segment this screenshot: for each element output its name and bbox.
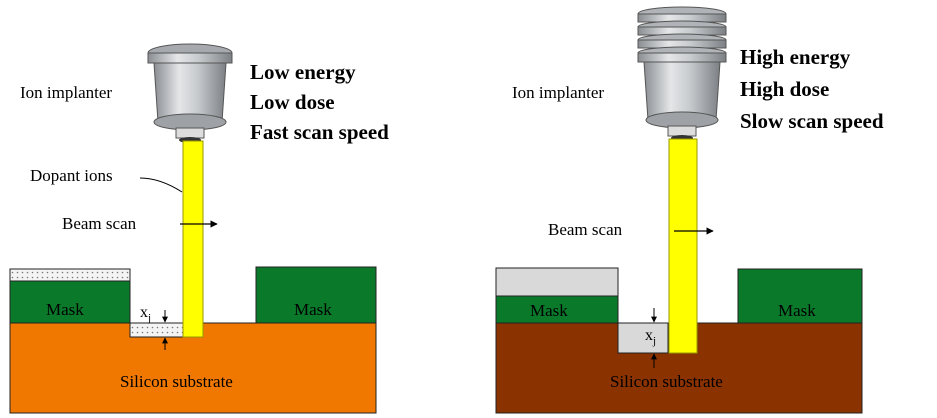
mask-left-b — [255, 266, 377, 324]
param-dose-right: High dose — [740, 77, 829, 101]
right-panel: Ion implanter High energy High dose Slow… — [495, 6, 884, 414]
mask-right-b — [737, 268, 863, 324]
dopant-ions-label: Dopant ions — [30, 166, 113, 185]
mask-label-left-b: Mask — [294, 300, 332, 319]
ion-implanter-right-icon — [637, 6, 727, 141]
mask-left-a — [9, 280, 131, 324]
beam-scan-label-right: Beam scan — [548, 220, 623, 239]
dopant-leader-line — [139, 177, 183, 193]
ion-implanter-label-left: Ion implanter — [20, 83, 112, 102]
doped-mask-layer-left — [9, 268, 131, 282]
param-scan-right: Slow scan speed — [740, 109, 884, 133]
doped-region-right — [617, 322, 669, 354]
mask-label-right-a: Mask — [530, 301, 568, 320]
param-energy-right: High energy — [740, 45, 851, 69]
ion-beam-left — [182, 140, 204, 338]
substrate-label-left: Silicon substrate — [120, 372, 233, 391]
beam-scan-label-left: Beam scan — [62, 214, 137, 233]
left-panel: Ion implanter Low energy Low dose Fast s… — [9, 43, 389, 414]
xj-label-right: xj — [645, 327, 656, 347]
ion-implanter-left-icon — [147, 43, 233, 143]
param-energy-left: Low energy — [250, 60, 356, 84]
xj-label-left: xj — [140, 304, 151, 324]
ion-beam-right — [668, 138, 698, 354]
mask-label-right-b: Mask — [778, 301, 816, 320]
doped-mask-layer-right — [495, 267, 619, 297]
param-scan-left: Fast scan speed — [250, 120, 389, 144]
mask-right-a — [495, 295, 619, 324]
param-dose-left: Low dose — [250, 90, 335, 114]
mask-label-left-a: Mask — [46, 300, 84, 319]
ion-implanter-label-right: Ion implanter — [512, 83, 604, 102]
substrate-label-right: Silicon substrate — [610, 372, 723, 391]
